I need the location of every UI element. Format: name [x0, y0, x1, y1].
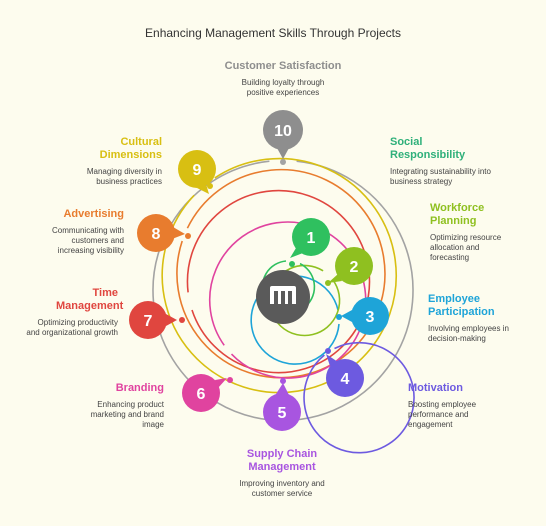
label-motivation: Motivation Boosting employee performance… [408, 382, 518, 430]
badge-7: 7 [129, 301, 177, 339]
time-management-title: Time Management [56, 287, 124, 312]
badge-10-number: 10 [274, 123, 292, 140]
badge-2: 2 [328, 247, 373, 285]
badge-9: 9 [178, 150, 216, 194]
supply-chain-desc: Improving inventory and customer service [239, 479, 325, 498]
label-advertising: Advertising Communicating with customers… [28, 208, 124, 256]
arc-ring-4 [303, 341, 415, 454]
label-social-responsibility: Social Responsibility Integrating sustai… [390, 136, 500, 187]
badge-10: 10 [263, 110, 303, 159]
badge-3-number: 3 [366, 309, 375, 326]
badge-9-number: 9 [193, 162, 202, 179]
badge-5-number: 5 [278, 405, 287, 422]
badge-7-number: 7 [144, 313, 153, 330]
badge-2-number: 2 [350, 259, 359, 276]
workforce-planning-desc: Optimizing resource allocation and forec… [430, 233, 502, 262]
center-hub [256, 270, 310, 324]
cultural-dimensions-title: Cultural Dimensions [99, 136, 162, 161]
page-title: Enhancing Management Skills Through Proj… [145, 26, 401, 40]
workforce-planning-title: Workforce Planning [430, 202, 485, 227]
label-branding: Branding Enhancing product marketing and… [68, 382, 164, 430]
badge-1: 1 [290, 218, 330, 258]
label-employee-participation: Employee Participation Involving employe… [428, 293, 533, 344]
customer-satisfaction-title: Customer Satisfaction [224, 60, 342, 72]
m-logo-icon [270, 286, 296, 308]
branding-title: Branding [115, 382, 164, 394]
motivation-desc: Boosting employee performance and engage… [408, 400, 477, 429]
label-supply-chain: Supply Chain Management Improving invent… [212, 448, 352, 499]
advertising-desc: Communicating with customers and increas… [51, 226, 124, 255]
badge-4-number: 4 [341, 371, 350, 388]
time-management-desc: Optimizing productivity and organization… [26, 318, 118, 337]
badge-1-number: 1 [307, 230, 316, 247]
employee-participation-title: Employee Participation [428, 293, 495, 318]
badge-6-number: 6 [197, 386, 206, 403]
motivation-title: Motivation [408, 382, 463, 394]
label-time-management: Time Management Optimizing productivity … [20, 287, 124, 338]
badge-6: 6 [182, 374, 227, 412]
social-responsibility-title: Social Responsibility [390, 136, 466, 161]
badge-3: 3 [341, 297, 389, 335]
cultural-dimensions-desc: Managing diversity in business practices [86, 167, 162, 186]
label-workforce-planning: Workforce Planning Optimizing resource a… [430, 202, 530, 263]
badge-8: 8 [137, 214, 185, 252]
advertising-title: Advertising [63, 208, 124, 220]
employee-participation-desc: Involving employees in decision-making [428, 324, 509, 343]
badge-4: 4 [326, 354, 364, 397]
supply-chain-title: Supply Chain Management [246, 448, 318, 473]
label-cultural-dimensions: Cultural Dimensions Managing diversity i… [62, 136, 162, 187]
customer-satisfaction-desc: Building loyalty through positive experi… [241, 78, 325, 97]
badge-8-number: 8 [152, 226, 161, 243]
branding-desc: Enhancing product marketing and brand im… [90, 400, 164, 429]
label-customer-satisfaction: Customer Satisfaction Building loyalty t… [198, 60, 368, 98]
badge-5: 5 [263, 383, 301, 431]
arc-ring-2 [268, 264, 341, 337]
social-responsibility-desc: Integrating sustainability into business… [390, 167, 491, 186]
